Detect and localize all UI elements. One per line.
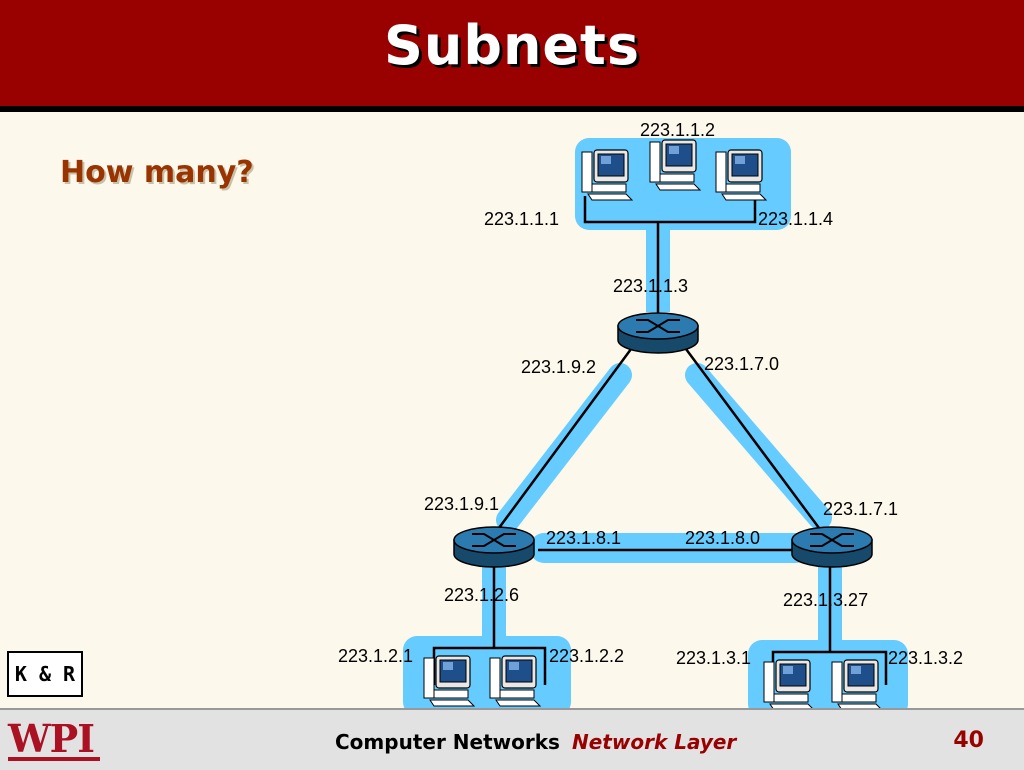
footer-course: Computer Networks	[335, 730, 560, 754]
top-lan-bus	[583, 196, 757, 224]
title-bar-divider	[0, 106, 1024, 112]
link-top-right-router	[681, 344, 824, 533]
network-links	[432, 196, 888, 685]
wpi-logo-underline	[8, 757, 100, 761]
host-br-right-icon	[831, 659, 883, 711]
host-top-right-icon	[715, 149, 767, 201]
host-br-left-icon	[763, 659, 815, 711]
host-bl-left-icon	[423, 655, 475, 707]
label-top-host-mid: 223.1.1.2	[640, 120, 715, 140]
label-br-host-left: 223.1.3.1	[676, 648, 751, 668]
router-right-icon	[791, 526, 873, 568]
label-top-router-left: 223.1.9.2	[521, 357, 596, 377]
host-top-left-icon	[581, 149, 633, 201]
page-number: 40	[953, 728, 984, 753]
label-top-router-up: 223.1.1.3	[613, 276, 688, 296]
address-labels: 223.1.1.2 223.1.1.1 223.1.1.4 223.1.1.3 …	[338, 120, 963, 668]
router-left-icon	[453, 526, 535, 568]
host-bl-right-icon	[489, 655, 541, 707]
footer-bar	[0, 708, 1024, 770]
kr-badge: K & R	[7, 651, 83, 697]
label-right-router-up: 223.1.7.1	[823, 499, 898, 519]
subnet-bottom-link	[530, 533, 810, 563]
label-left-router-up: 223.1.9.1	[424, 494, 499, 514]
label-top-host-left: 223.1.1.1	[484, 209, 559, 229]
footer-topic: Network Layer	[572, 730, 737, 754]
router-top-icon	[617, 312, 699, 354]
slide-title: Subnets	[383, 14, 640, 77]
label-br-host-right: 223.1.3.2	[888, 648, 963, 668]
label-left-router-down: 223.1.2.6	[444, 585, 519, 605]
label-bl-host-left: 223.1.2.1	[338, 646, 413, 666]
wpi-logo: WPI	[8, 716, 95, 761]
label-left-router-right: 223.1.8.1	[546, 528, 621, 548]
question-text: How many?	[60, 155, 254, 190]
host-top-mid-icon	[649, 139, 701, 191]
label-top-host-right: 223.1.1.4	[758, 209, 833, 229]
label-right-router-left: 223.1.8.0	[685, 528, 760, 548]
label-bl-host-right: 223.1.2.2	[549, 646, 624, 666]
label-top-router-right: 223.1.7.0	[704, 354, 779, 374]
subnet-left-diagonal	[496, 363, 632, 532]
link-top-left-router	[494, 344, 636, 533]
label-right-router-down: 223.1.3.27	[783, 590, 868, 610]
title-bar	[0, 0, 1024, 106]
